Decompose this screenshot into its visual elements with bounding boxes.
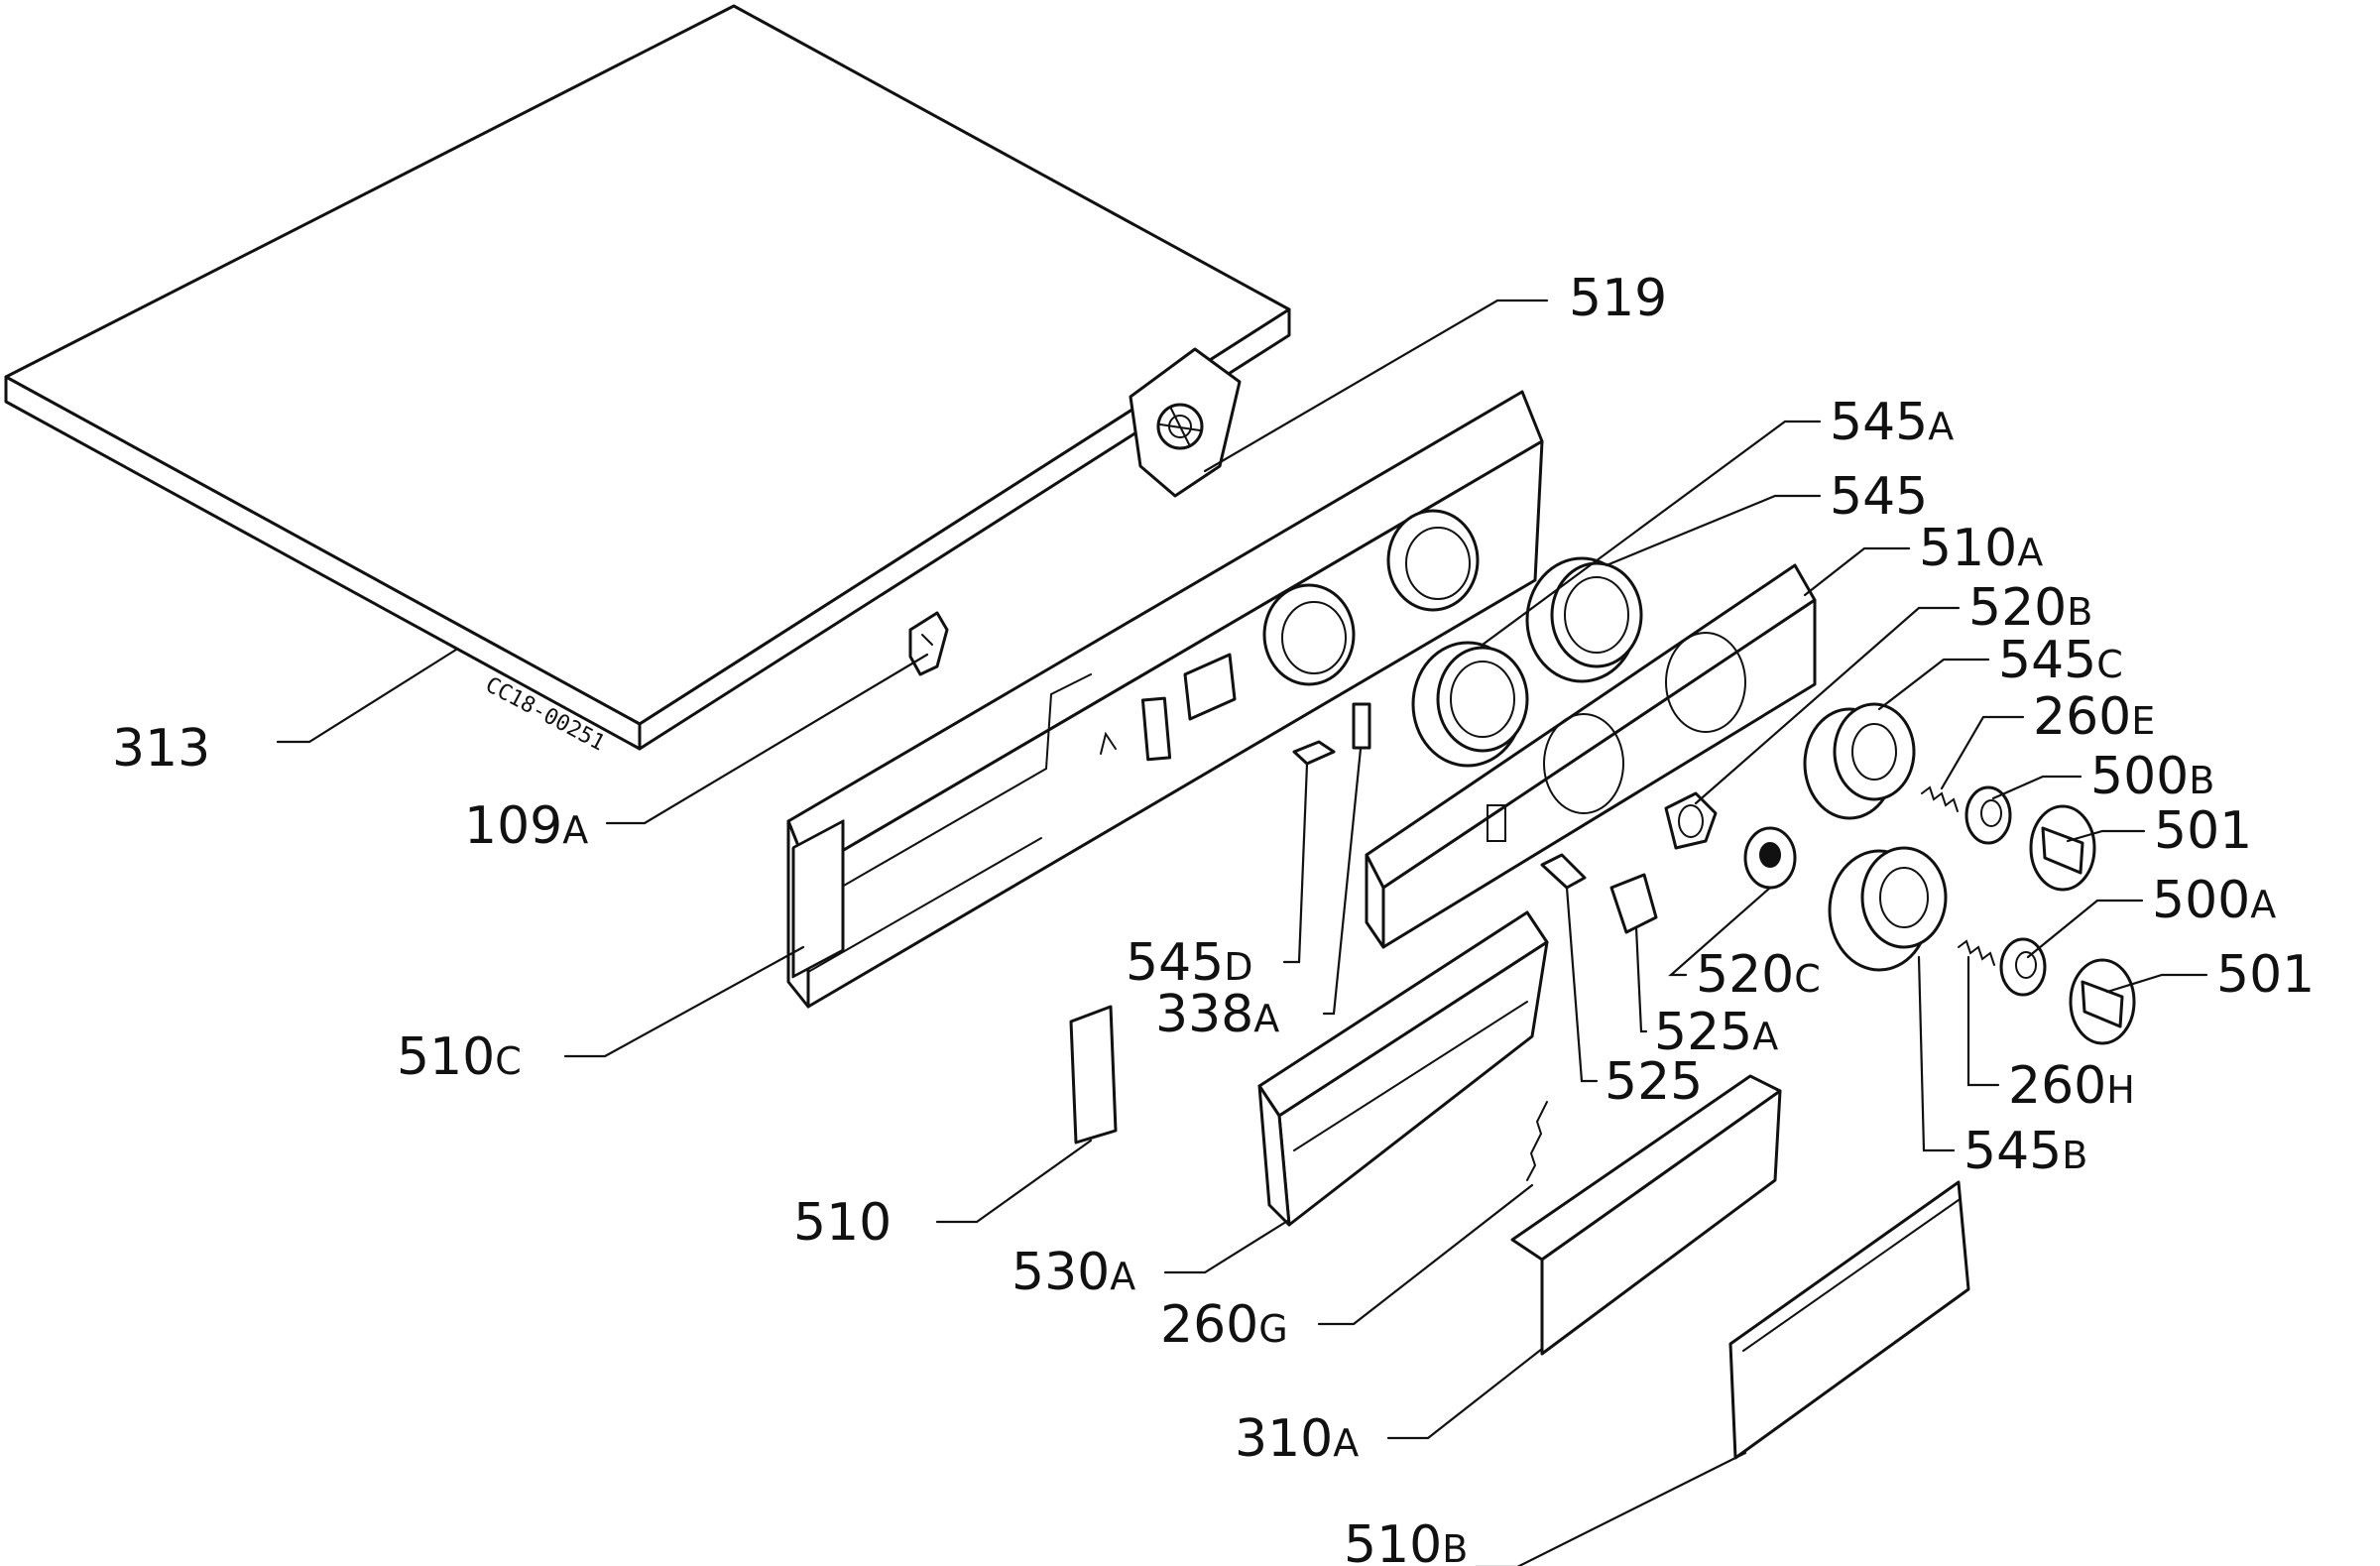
leader-525a bbox=[1634, 925, 1648, 1033]
part-510c-control-housing bbox=[786, 390, 1544, 1009]
label-545b: 545B bbox=[1964, 1122, 2087, 1181]
leader-313 bbox=[276, 648, 458, 744]
part-501-knob-top bbox=[2029, 804, 2096, 892]
leader-525 bbox=[1565, 886, 1599, 1083]
leader-500b bbox=[1991, 775, 2082, 800]
leader-510 bbox=[935, 1139, 1093, 1224]
part-545a-ring bbox=[1411, 641, 1529, 768]
leader-545 bbox=[1605, 494, 1822, 567]
label-520c: 520C bbox=[1696, 945, 1821, 1005]
label-510: 510 bbox=[793, 1193, 892, 1253]
part-310a-flap bbox=[1510, 1074, 1782, 1356]
part-525a-block bbox=[1609, 873, 1658, 934]
part-545b-knob-base bbox=[1828, 846, 1948, 972]
part-313-top-cover: CC18-00251 bbox=[4, 4, 1291, 756]
part-510a-front-panel bbox=[1365, 563, 1817, 949]
leader-510a bbox=[1803, 546, 1911, 597]
label-530a: 530A bbox=[1012, 1243, 1135, 1302]
leader-260h bbox=[1966, 955, 2000, 1087]
label-545a: 545A bbox=[1830, 393, 1954, 452]
part-545-ring bbox=[1525, 556, 1643, 683]
label-338a: 338A bbox=[1155, 985, 1279, 1044]
leader-260e bbox=[1940, 715, 2025, 790]
leader-510b bbox=[1475, 1451, 1747, 1566]
label-519: 519 bbox=[1569, 269, 1667, 328]
leader-338a bbox=[1322, 747, 1363, 1016]
leader-109a bbox=[605, 653, 929, 825]
leader-520c bbox=[1668, 886, 1772, 977]
part-260e-spring bbox=[1921, 785, 1959, 812]
leader-500a bbox=[2026, 899, 2144, 959]
part-510b-lower-panel bbox=[1728, 1180, 1970, 1460]
leader-545a bbox=[1481, 420, 1822, 647]
label-501-bottom: 501 bbox=[2216, 945, 2315, 1005]
part-545c-knob-base bbox=[1803, 702, 1916, 820]
label-545d: 545D bbox=[1126, 933, 1253, 993]
label-501-top: 501 bbox=[2154, 801, 2252, 861]
leader-310a bbox=[1386, 1347, 1544, 1440]
label-260e: 260E bbox=[2033, 687, 2155, 747]
leader-545b bbox=[1917, 955, 1956, 1152]
label-313: 313 bbox=[112, 719, 210, 779]
label-510b: 510B bbox=[1344, 1515, 1468, 1566]
label-510a: 510A bbox=[1919, 519, 2043, 578]
leader-501-bottom bbox=[2105, 973, 2208, 994]
label-525a: 525A bbox=[1654, 1003, 1778, 1062]
part-510-strip bbox=[1069, 1005, 1118, 1144]
label-510c: 510C bbox=[397, 1027, 522, 1087]
part-525-switch bbox=[1540, 853, 1587, 890]
leader-lines bbox=[276, 299, 2208, 1566]
part-545d-338a-small-parts bbox=[1292, 702, 1371, 766]
label-500a: 500A bbox=[2152, 871, 2276, 930]
part-519-bracket bbox=[1129, 347, 1242, 498]
label-260h: 260H bbox=[2008, 1056, 2135, 1116]
leader-260g bbox=[1317, 1183, 1534, 1326]
leader-501-top bbox=[2066, 829, 2146, 843]
leader-545c bbox=[1877, 658, 1990, 711]
leader-520b bbox=[1694, 606, 1961, 805]
part-501-knob-bottom bbox=[2069, 958, 2136, 1045]
label-520b: 520B bbox=[1968, 578, 2092, 638]
leader-510c bbox=[563, 945, 805, 1058]
label-109a: 109A bbox=[464, 796, 588, 856]
part-530a-drawer bbox=[1257, 910, 1549, 1227]
part-260g-spring bbox=[1526, 1101, 1548, 1181]
label-310a: 310A bbox=[1235, 1409, 1359, 1469]
label-500b: 500B bbox=[2090, 747, 2214, 806]
part-500b-disc bbox=[1964, 785, 2012, 845]
label-545c: 545C bbox=[1998, 631, 2123, 690]
part-109a-clip bbox=[908, 611, 949, 676]
part-260h-spring bbox=[1958, 939, 1995, 966]
part-labels: 313 109A 519 545A 545 510A 520B 545C 260… bbox=[112, 269, 2315, 1566]
part-520c-connector bbox=[1743, 826, 1797, 890]
label-260g: 260G bbox=[1160, 1295, 1288, 1355]
leader-545d bbox=[1282, 762, 1309, 964]
leader-519 bbox=[1203, 299, 1549, 473]
label-545: 545 bbox=[1830, 467, 1928, 527]
label-525: 525 bbox=[1605, 1052, 1703, 1112]
part-520b-ring bbox=[1664, 791, 1718, 850]
leader-530a bbox=[1163, 1218, 1291, 1274]
